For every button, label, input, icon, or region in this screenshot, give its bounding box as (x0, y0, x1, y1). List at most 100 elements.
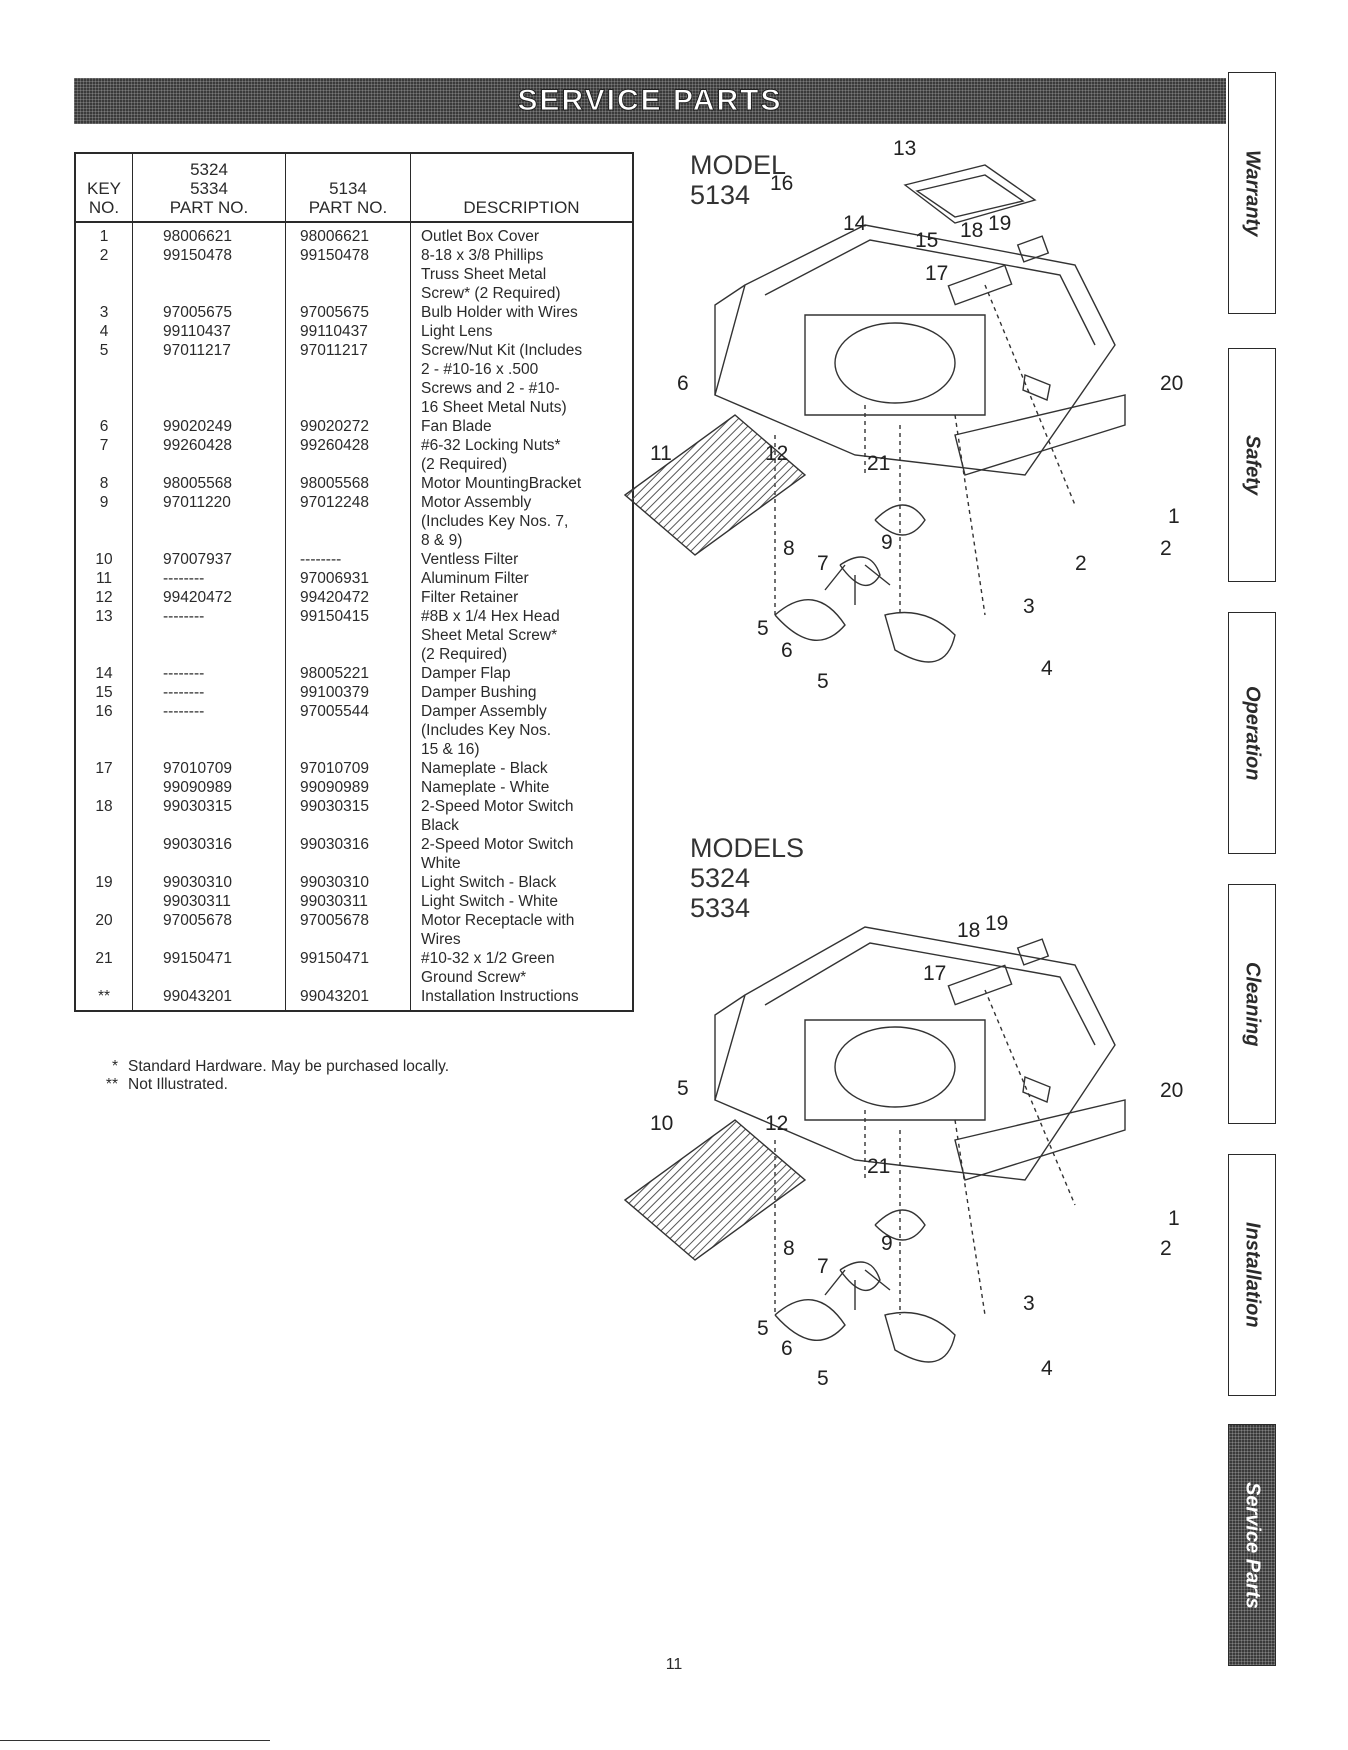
section-banner: SERVICE PARTS (74, 78, 1226, 124)
cell-key: 8 (75, 474, 133, 493)
header-description: DESCRIPTION (410, 153, 633, 223)
callout-2: 2 (1160, 1237, 1172, 1260)
cell-p2: 98006621 (285, 222, 411, 246)
callout-19: 19 (985, 912, 1008, 935)
cell-p1: 97010709 (132, 759, 286, 778)
cell-p2: 99030316 (285, 835, 411, 873)
cell-key: 11 (75, 569, 133, 588)
cell-desc: Light Switch - White (421, 893, 558, 910)
cell-p2: 99030315 (285, 797, 411, 835)
cell-key: 21 (75, 949, 133, 987)
cell-p1: 99090989 (132, 778, 286, 797)
cell-p2: 99110437 (285, 322, 411, 341)
cell-desc: #6-32 Locking Nuts* (2 Required) (421, 437, 561, 473)
cell-key: 5 (75, 341, 133, 417)
cell-desc: Screw/Nut Kit (Includes 2 - #10-16 x .50… (421, 342, 583, 416)
callout-5: 5 (677, 1077, 689, 1100)
callout-8: 8 (783, 537, 795, 560)
callout-2: 2 (1160, 537, 1172, 560)
callout-9: 9 (881, 531, 893, 554)
cell-key: 13 (75, 607, 133, 664)
cell-key: 2 (75, 246, 133, 303)
tab-operation[interactable]: Operation (1228, 612, 1276, 854)
cell-desc: 8-18 x 3/8 Phillips Truss Sheet Metal Sc… (421, 247, 561, 302)
cell-p1: 99043201 (132, 987, 286, 1011)
cell-key: 20 (75, 911, 133, 949)
cell-p2: 98005568 (285, 474, 411, 493)
cell-p1: 99030315 (132, 797, 286, 835)
parts-table: KEY NO. 5324 5334 PART NO. 5134 PART NO.… (74, 152, 634, 1012)
callout-13: 13 (893, 137, 916, 160)
cell-key (75, 892, 133, 911)
cell-p2: 97005544 (285, 702, 411, 759)
cell-p1: 99030310 (132, 873, 286, 892)
callout-6b: 6 (781, 639, 793, 662)
cell-desc: Filter Retainer (421, 589, 519, 606)
footer-rule (0, 1740, 270, 1741)
callout-1: 1 (1168, 1207, 1180, 1230)
cell-p2: 97011217 (285, 341, 411, 417)
cell-p1: 99150471 (132, 949, 286, 987)
cell-p1: 98005568 (132, 474, 286, 493)
callout-6: 6 (781, 1337, 793, 1360)
cell-desc: Motor MountingBracket (421, 475, 582, 492)
callout-5: 5 (757, 617, 769, 640)
callout-20: 20 (1160, 1079, 1183, 1102)
cell-desc: Motor Assembly (Includes Key Nos. 7, 8 &… (421, 494, 569, 549)
cell-desc: #10-32 x 1/2 Green Ground Screw* (421, 950, 555, 986)
cell-p1: 97005678 (132, 911, 286, 949)
callout-21: 21 (867, 1155, 890, 1178)
cell-p2: 98005221 (285, 664, 411, 683)
tab-safety[interactable]: Safety (1228, 348, 1276, 582)
cell-p2: 99100379 (285, 683, 411, 702)
callout-1: 1 (1168, 505, 1180, 528)
callout-7: 7 (817, 552, 829, 575)
cell-desc: Light Lens (421, 323, 493, 340)
cell-key: 16 (75, 702, 133, 759)
page-number: 11 (665, 1656, 683, 1673)
cell-p1: 99150478 (132, 246, 286, 303)
cell-p1: 97007937 (132, 550, 286, 569)
cell-key: 6 (75, 417, 133, 436)
footnotes: *Standard Hardware. May be purchased loc… (88, 1058, 449, 1094)
cell-p1: 99260428 (132, 436, 286, 474)
exploded-diagram-5134: 13 16 14 15 18 19 17 20 6 11 12 21 1 9 2… (623, 137, 1183, 693)
cell-desc: #8B x 1/4 Hex Head Sheet Metal Screw* (2… (421, 608, 560, 663)
callout-7: 7 (817, 1255, 829, 1278)
cell-p2: 99043201 (285, 987, 411, 1011)
cell-p2: 99150415 (285, 607, 411, 664)
cell-p1: 99020249 (132, 417, 286, 436)
cell-p1: 97011217 (132, 341, 286, 417)
section-title: SERVICE PARTS (517, 84, 783, 118)
cell-desc: Nameplate - White (421, 779, 550, 796)
cell-key: 14 (75, 664, 133, 683)
cell-key (75, 778, 133, 797)
cell-desc: Fan Blade (421, 418, 492, 435)
tab-warranty[interactable]: Warranty (1228, 72, 1276, 314)
cell-p2: 97010709 (285, 759, 411, 778)
tab-service-parts[interactable]: Service Parts (1228, 1424, 1276, 1666)
cell-p1: -------- (132, 607, 286, 664)
cell-desc: 2-Speed Motor Switch White (421, 836, 574, 872)
tab-installation[interactable]: Installation (1228, 1154, 1276, 1396)
header-part-5134: 5134 PART NO. (285, 153, 411, 223)
cell-key: 9 (75, 493, 133, 550)
cell-desc: Motor Receptacle with Wires (421, 912, 575, 948)
tab-cleaning[interactable]: Cleaning (1228, 884, 1276, 1124)
cell-p1: 99030311 (132, 892, 286, 911)
cell-key: 3 (75, 303, 133, 322)
cell-p2: 97005678 (285, 911, 411, 949)
